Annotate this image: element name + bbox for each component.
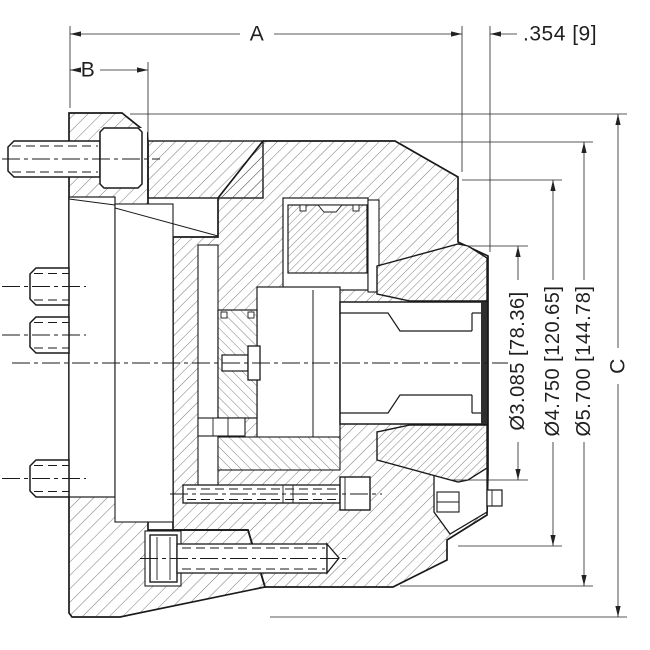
centerlines <box>2 158 508 559</box>
dim-b-label: B <box>81 59 96 82</box>
nose-cap-top-section <box>376 243 488 302</box>
jam-nut <box>197 417 246 437</box>
nose-cap-bottom-section <box>376 424 488 483</box>
dim-dia-small-label: Ø3.085 [78.36] <box>507 291 529 430</box>
actuator-band-section <box>217 436 341 471</box>
dim-a-label: A <box>250 23 265 46</box>
dim-dia-mid-label: Ø4.750 [120.65] <box>542 286 564 437</box>
spacer-sleeve <box>197 244 219 488</box>
dim-dia-large-label: Ø5.700 [144.78] <box>573 286 595 437</box>
dim-offset-label: .354 [9] <box>523 23 597 46</box>
stud-washer <box>99 127 143 189</box>
retainer-insert-section <box>287 204 368 274</box>
set-screw <box>436 489 503 513</box>
dimension-arrows <box>70 31 621 617</box>
extension-lines <box>69 26 627 618</box>
dimension-labels: A B .354 [9] Ø3.085 [78.36] Ø4.750 [120.… <box>81 23 630 437</box>
dim-c-label: C <box>607 358 630 374</box>
stud-thread-lines <box>12 145 98 492</box>
collet-slit-lines <box>340 312 481 414</box>
center-stop-block <box>256 286 341 441</box>
